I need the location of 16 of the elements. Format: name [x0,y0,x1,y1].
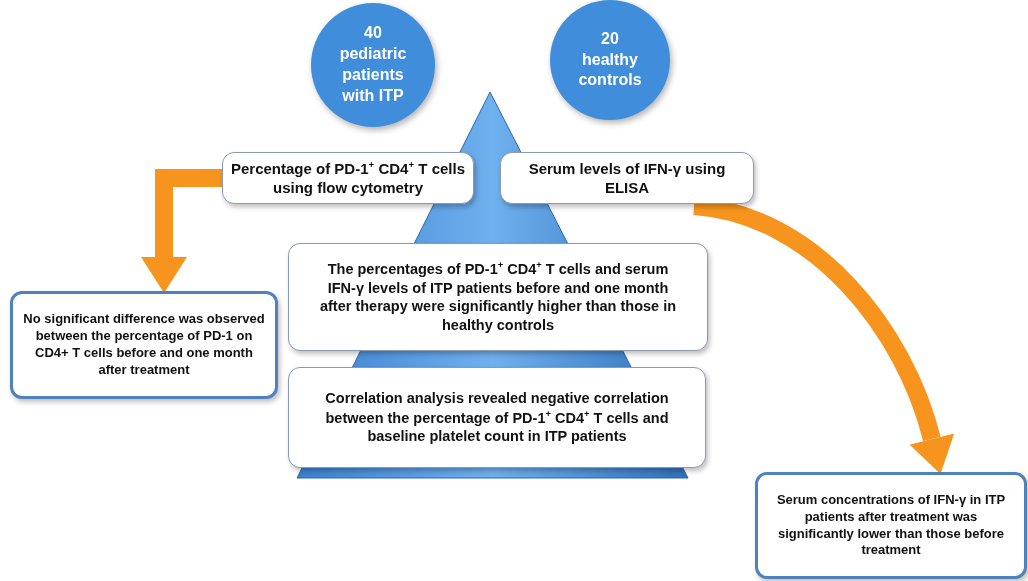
node-text: No significant difference was observed between the percentage of PD-1 on CD4+ T cells before and one month after treatment [22,311,266,379]
arrow [141,169,222,293]
text-box [755,472,1027,579]
text-box [288,367,706,468]
text-box [288,243,708,351]
text-box [500,152,754,204]
node-text: Correlation analysis revealed negative correlation between the percentage of PD-1$^{+}$ CD4$^{+}$ T cells and baseline platelet count in ITP patients [324,388,670,447]
text-box [222,152,474,204]
node-text: Percentage of PD-1$^{+}$ CD4$^{+}$ T cells using flow cytometry [231,158,465,198]
node-text: The percentages of PD-1$^{+}$ CD4$^{+}$ T cells and serum IFN-γ levels of ITP patients before and one month after therapy were significantly higher than those in healthy controls [318,258,678,336]
node-text: 20 healthy controls [578,28,642,91]
text-box [10,291,278,399]
node-text: 40 pediatric patients with ITP [338,23,408,106]
node-text: Serum levels of IFN-γ using ELISA [527,158,727,198]
circle-node [550,0,670,120]
node-text: Serum concentrations of IFN-γ in ITP patients after treatment was significantly lower than those before treatment [775,491,1007,560]
